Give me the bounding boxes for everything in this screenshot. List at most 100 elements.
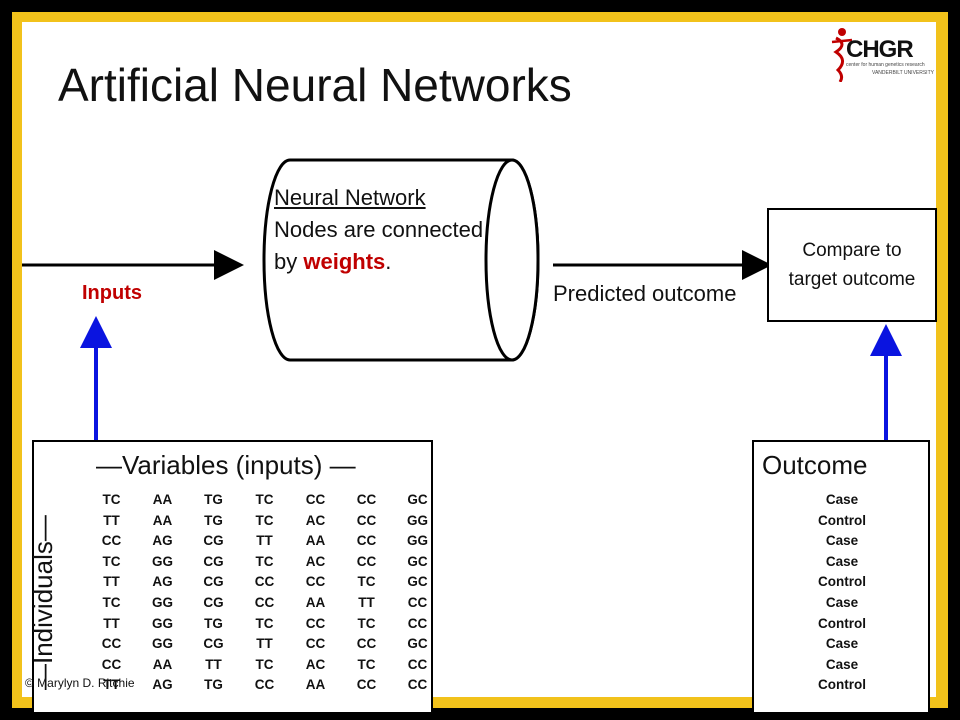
genotype-cell: AA <box>305 677 326 693</box>
individuals-label: —Individuals— <box>28 515 58 690</box>
outcome-item: Case <box>825 533 859 549</box>
genotype-row: TT AG TG CC AA CC CC <box>86 675 443 696</box>
outcome-box <box>752 440 930 714</box>
genotype-cell: GC <box>407 553 428 569</box>
genotype-cell: TT <box>256 533 273 549</box>
neural-network-period: . <box>385 249 392 274</box>
genotype-cell: CC <box>305 574 326 590</box>
genotype-cell: CC <box>407 656 428 672</box>
genotype-cell: CC <box>356 636 377 652</box>
genotype-cell: TT <box>103 574 120 590</box>
genotype-cell: TC <box>102 594 121 610</box>
neural-network-description: Neural Network Nodes are connected by we… <box>274 182 494 278</box>
genotype-cell: AC <box>305 656 326 672</box>
genotype-cell: GC <box>407 492 428 507</box>
genotype-cell: TT <box>358 594 375 610</box>
genotype-cell: TC <box>255 615 274 631</box>
genotype-cell: TT <box>205 656 222 672</box>
genotype-cell: AA <box>152 656 173 672</box>
genotype-cell: TC <box>255 553 274 569</box>
outcome-item: Case <box>825 636 859 652</box>
neural-network-cylinder <box>262 158 540 362</box>
genotype-cell: CG <box>203 533 224 549</box>
genotype-cell: AC <box>305 512 326 528</box>
genotype-cell: CC <box>356 512 377 528</box>
predicted-outcome-label: Predicted outcome <box>553 281 737 306</box>
copyright-notice: © Marylyn D. Ritchie <box>25 676 135 690</box>
outcome-item: Control <box>818 512 866 528</box>
genotype-cell: CC <box>356 553 377 569</box>
genotype-cell: AC <box>305 553 326 569</box>
genotype-cell: CC <box>356 492 377 507</box>
neural-network-text: Nodes are connected by <box>274 217 484 274</box>
genotype-cell: AG <box>152 574 173 590</box>
genotype-cell: TG <box>204 677 223 693</box>
genotype-cell: CG <box>203 636 224 652</box>
chgr-logo: CHGR center for human genetics research … <box>828 26 936 82</box>
genotype-cell: GG <box>151 615 173 631</box>
genotype-cell: TG <box>204 615 223 631</box>
outcome-item: Case <box>825 492 859 507</box>
inputs-label: Inputs <box>82 282 142 304</box>
genotype-cell: CG <box>203 553 224 569</box>
genotype-cell: CC <box>254 594 275 610</box>
genotype-cell: TC <box>255 512 274 528</box>
outcome-item: Control <box>818 574 866 590</box>
genotype-cell: CC <box>254 677 275 693</box>
genotype-cell: TT <box>103 677 120 693</box>
genotype-row: TC GG CG CC AA TT CC <box>86 593 443 614</box>
genotype-cell: TC <box>357 656 376 672</box>
genotype-cell: AA <box>305 594 326 610</box>
genotype-cell: CC <box>305 615 326 631</box>
genotype-cell: TT <box>103 512 120 528</box>
genotype-cell: CC <box>101 656 122 672</box>
dna-figure-icon <box>831 28 853 82</box>
genotype-cell: GC <box>407 636 428 652</box>
genotype-cell: TC <box>357 615 376 631</box>
genotype-cell: TG <box>204 492 223 507</box>
genotype-cell: AA <box>305 533 326 549</box>
neural-network-title: Neural Network <box>274 185 426 210</box>
genotype-cell: AG <box>152 677 173 693</box>
variables-box <box>32 440 433 714</box>
genotype-cell: GG <box>406 512 428 528</box>
genotype-cell: CC <box>254 574 275 590</box>
genotype-row: TT AG CG CC CC TC GC <box>86 572 443 593</box>
genotype-cell: GG <box>151 553 173 569</box>
genotype-cell: CG <box>203 574 224 590</box>
genotype-cell: GG <box>406 533 428 549</box>
outcome-item: Case <box>825 656 859 672</box>
genotype-cell: TT <box>103 615 120 631</box>
genotype-cell: CG <box>203 594 224 610</box>
slide-title: Artificial Neural Networks <box>58 59 572 111</box>
genotype-cell: AG <box>152 533 173 549</box>
logo-subtitle: center for human genetics research <box>846 62 925 68</box>
genotype-row: TC GG CG TC AC CC GC <box>86 552 443 573</box>
genotype-cell: AA <box>152 492 173 507</box>
genotype-cell: TC <box>102 553 121 569</box>
genotype-cell: GG <box>151 636 173 652</box>
genotype-cell: CC <box>356 533 377 549</box>
genotype-cell: TC <box>102 492 121 507</box>
genotype-cell: GG <box>151 594 173 610</box>
genotype-table: TC AA TG TC CC CC GC TT AA TG TC AC CC GG CC AG CG TT AA CC… <box>86 490 443 696</box>
outcome-item: Control <box>818 615 866 631</box>
logo-name: CHGR <box>846 36 914 63</box>
genotype-cell: TC <box>357 574 376 590</box>
genotype-cell: CC <box>356 677 377 693</box>
outcome-item: Case <box>825 553 859 569</box>
genotype-cell: GC <box>407 574 428 590</box>
variables-header: —Variables (inputs) — <box>96 450 356 480</box>
genotype-cell: TG <box>204 512 223 528</box>
genotype-cell: CC <box>407 594 428 610</box>
compare-target-label: Compare to target outcome <box>788 240 916 290</box>
genotype-cell: CC <box>407 677 428 693</box>
genotype-cell: CC <box>305 636 326 652</box>
genotype-cell: CC <box>101 636 122 652</box>
genotype-cell: TC <box>255 492 274 507</box>
